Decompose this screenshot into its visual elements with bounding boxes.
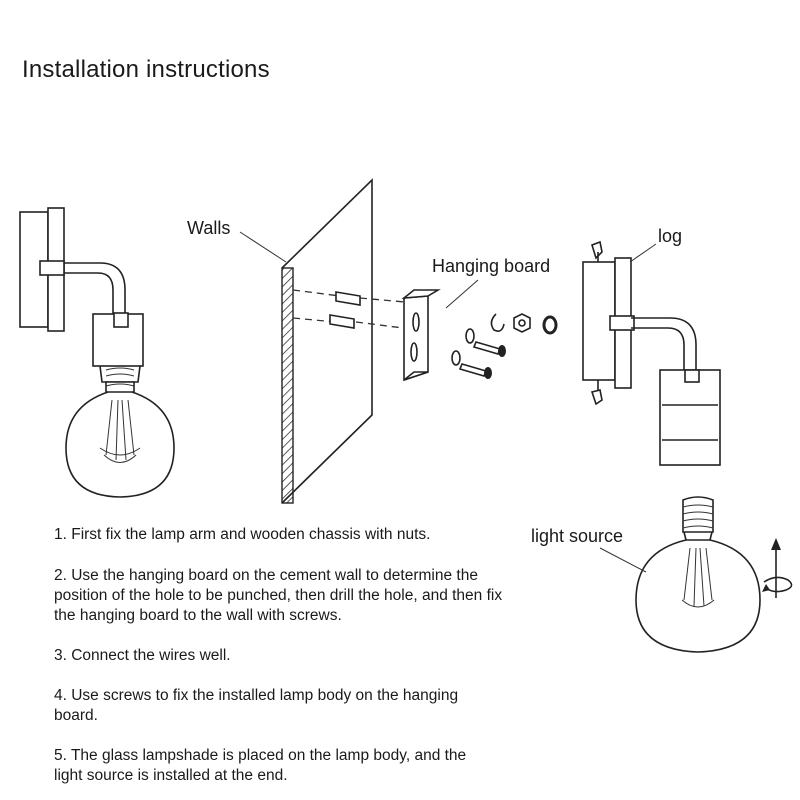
nut-icon — [513, 313, 531, 333]
washer-icon — [451, 313, 505, 366]
step-1: 1. First fix the lamp arm and wooden cha… — [54, 526, 431, 543]
step-3: 3. Connect the wires well. — [54, 647, 231, 664]
step-5: 5. The glass lampshade is placed on the … — [54, 747, 467, 784]
wall-lamp-exploded-icon — [582, 240, 721, 466]
anchor-icon — [329, 291, 361, 329]
wall-panel-icon — [281, 178, 373, 504]
step-2: 2. Use the hanging board on the cement w… — [54, 567, 503, 624]
wall-lamp-assembled-icon — [19, 207, 175, 498]
hanging-board-label: Hanging board — [432, 256, 551, 276]
step-4: 4. Use screws to fix the installed lamp … — [54, 687, 459, 724]
walls-label: Walls — [187, 218, 231, 238]
page-title: Installation instructions — [22, 56, 270, 83]
light-source-leader-line — [599, 547, 647, 573]
light-source-label: light source — [531, 526, 624, 546]
log-label: log — [658, 226, 683, 246]
screw-icon — [458, 341, 506, 379]
log-leader-line — [629, 243, 657, 263]
walls-leader-line — [239, 231, 287, 263]
hanging-board-icon — [401, 289, 441, 382]
rotate-arrow-icon — [762, 538, 793, 598]
washer-icon — [542, 315, 558, 335]
bulb-icon — [635, 496, 761, 653]
hanging-board-leader-line — [445, 279, 479, 309]
